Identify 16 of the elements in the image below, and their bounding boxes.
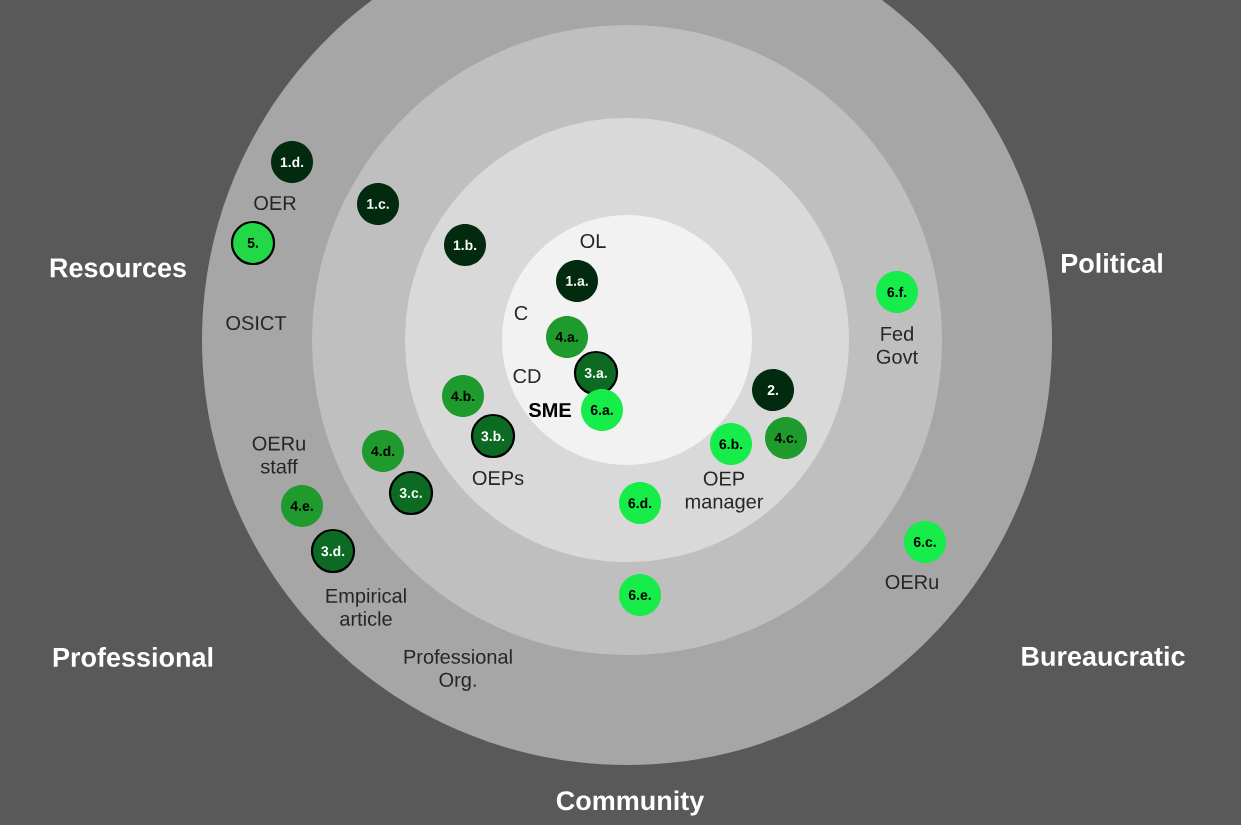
ring-label: CD [513, 368, 541, 384]
region-label: Resources [50, 258, 186, 278]
ring-label: OL [580, 233, 606, 249]
region-label: Bureaucratic [1022, 646, 1185, 666]
ring-label: Empirical article [326, 588, 406, 626]
ring-label: OSICT [226, 315, 287, 331]
ring-label: OER [254, 195, 296, 211]
ring-label: SME [528, 402, 571, 418]
ring-label: C [514, 305, 528, 321]
ring-label: OERu staff [252, 436, 305, 474]
ring-label: OEPs [472, 470, 524, 486]
region-label: Community [556, 790, 705, 816]
ring-label: Professional Org. [404, 649, 512, 691]
ring-label: OEP manager [685, 471, 764, 513]
region-label: Professional [53, 647, 213, 667]
region-label: Political [1062, 253, 1162, 273]
